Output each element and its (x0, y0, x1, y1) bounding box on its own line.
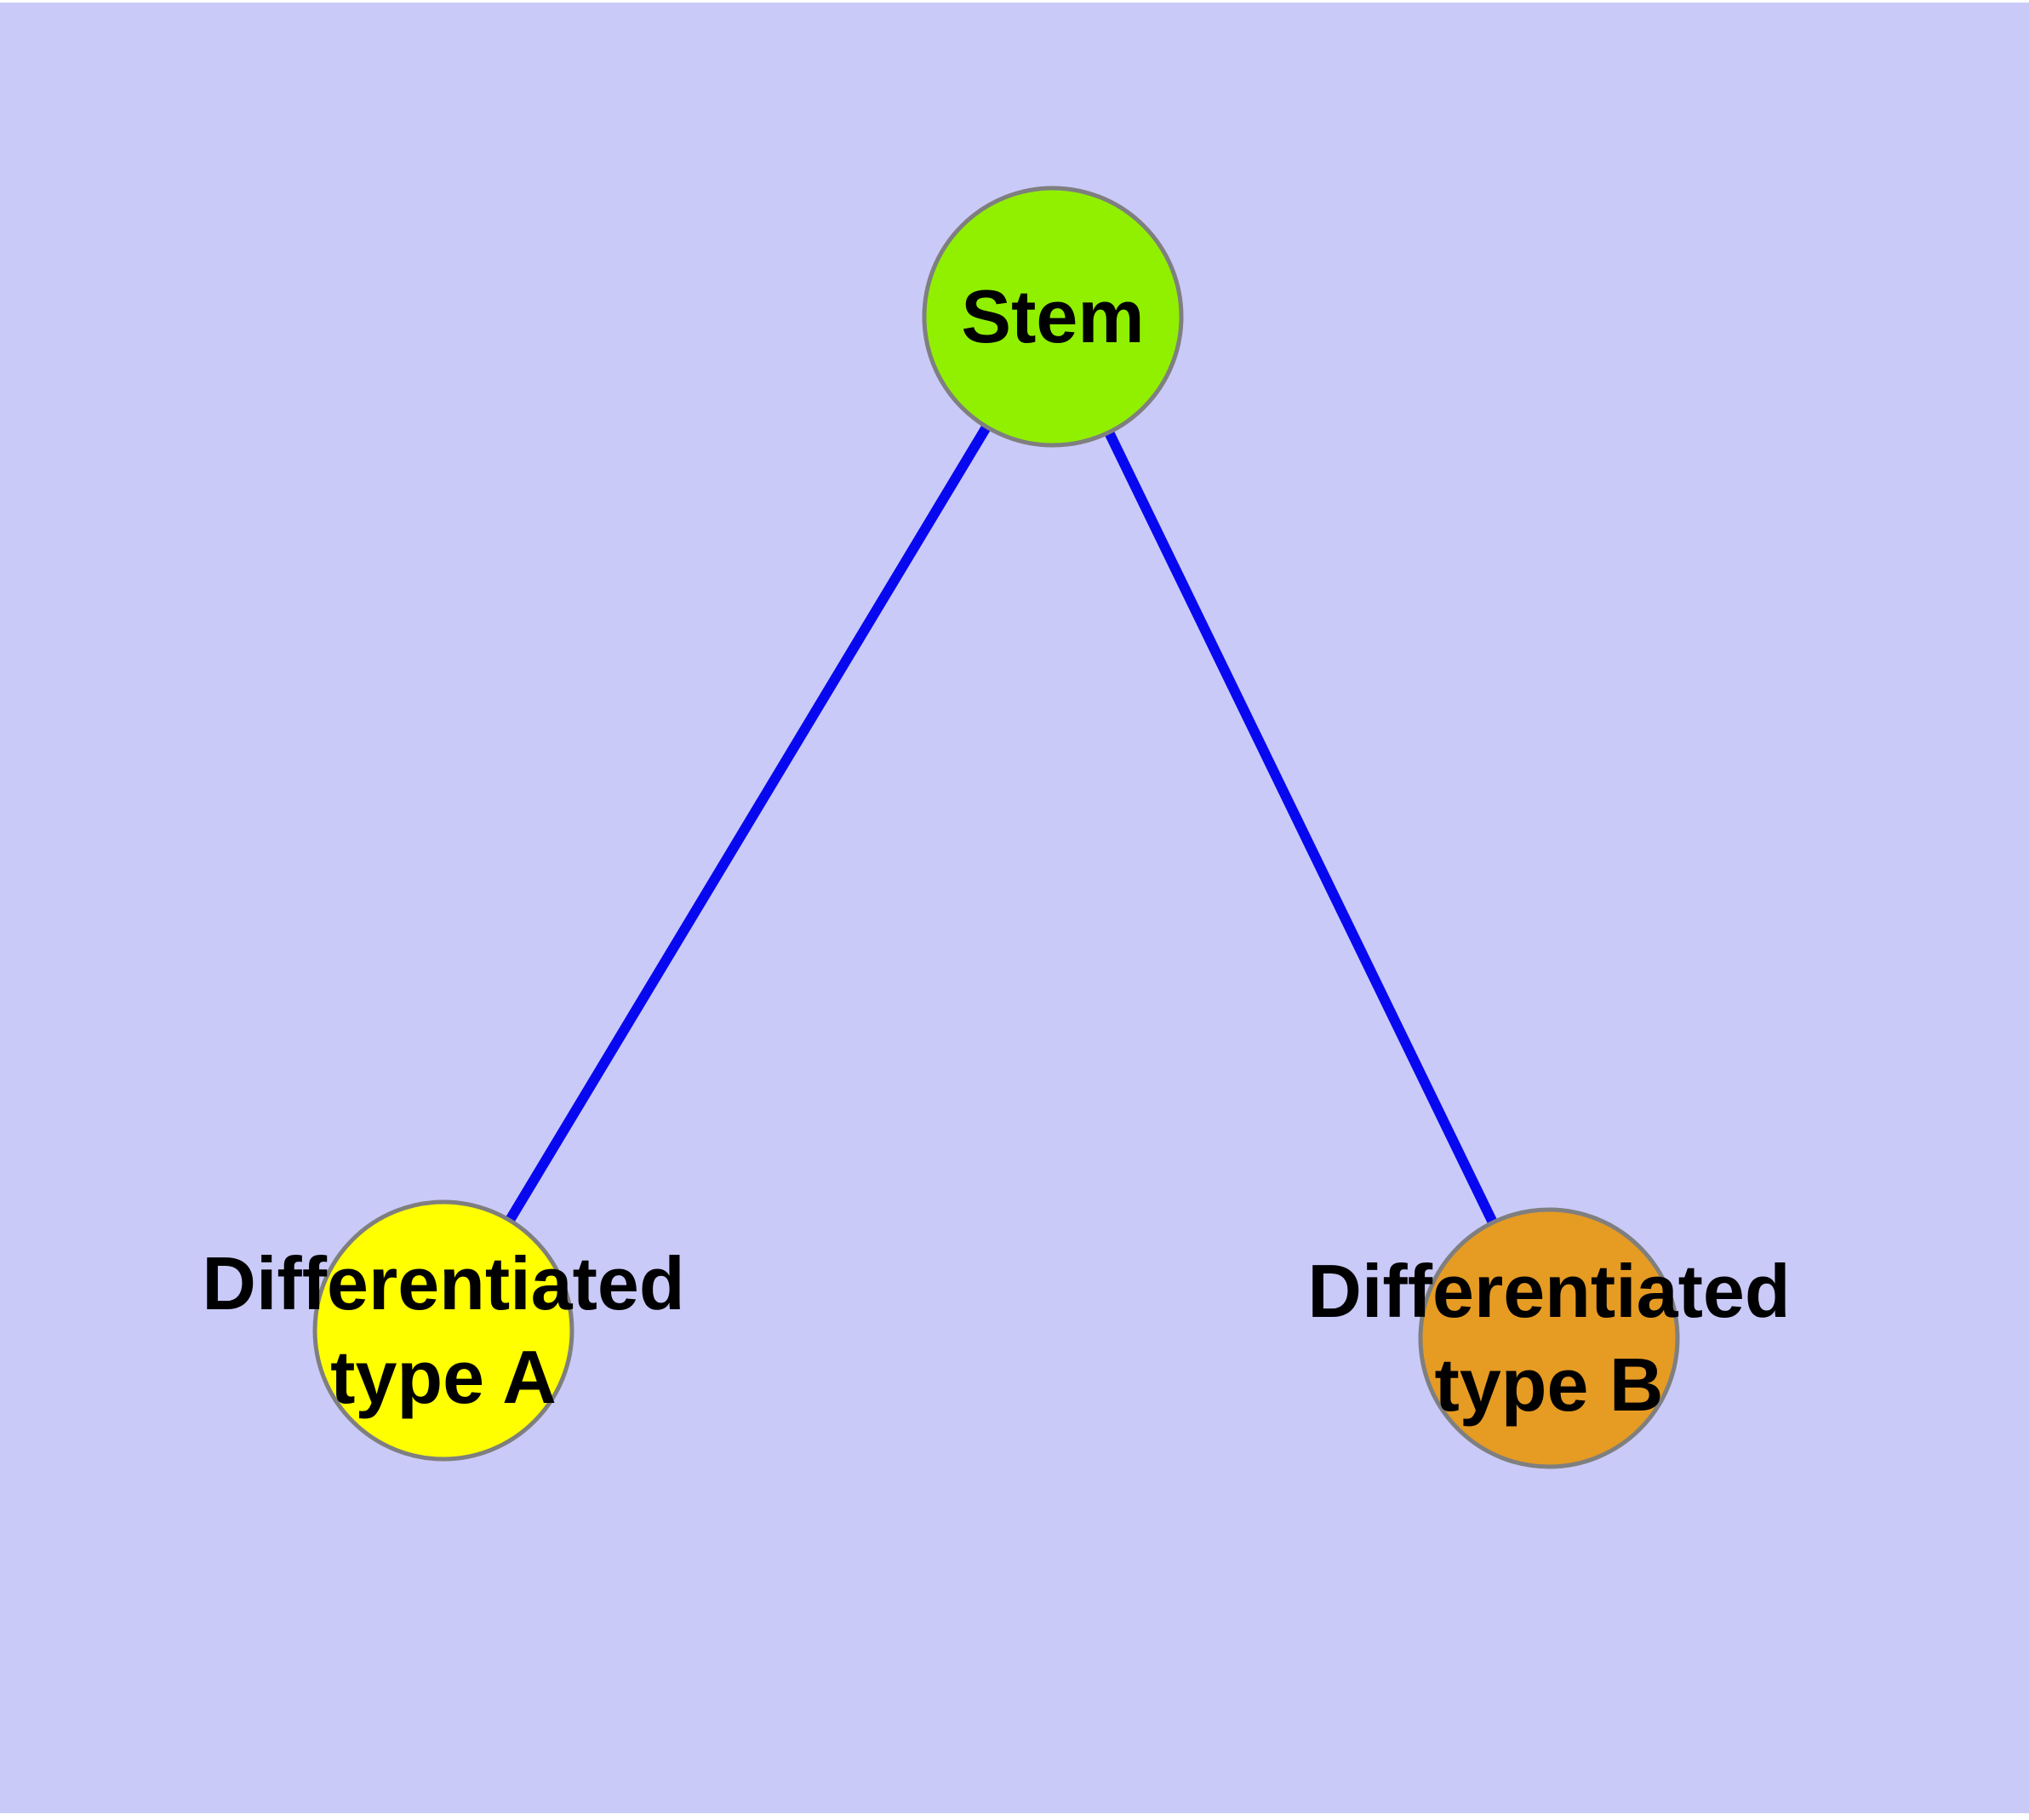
node-differentiated-type-a-circle (312, 1199, 574, 1462)
node-stem-label: Stem (961, 274, 1145, 358)
node-differentiated-type-a-label: Differentiated type A (202, 1241, 685, 1419)
node-stem-circle (922, 186, 1184, 448)
node-differentiated-type-b-circle (1418, 1207, 1680, 1469)
edge-stem-to-type-a (438, 313, 1058, 1334)
node-differentiated-type-b-label: Differentiated type B (1307, 1249, 1791, 1427)
edge-stem-to-type-b (1048, 314, 1554, 1341)
